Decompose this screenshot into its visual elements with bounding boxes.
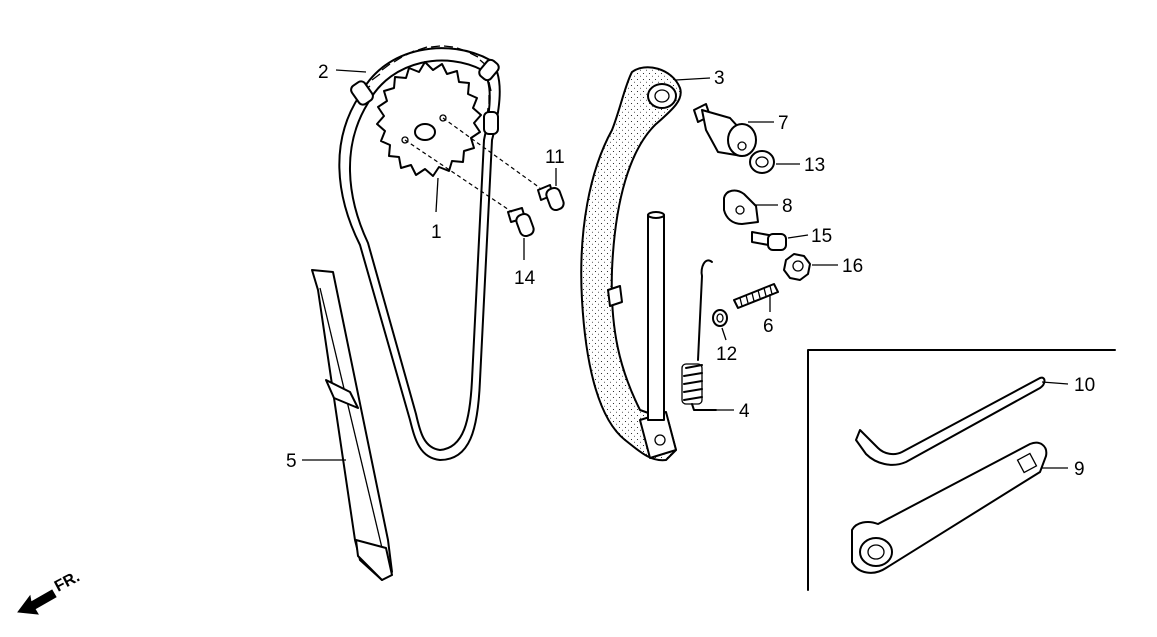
callout-8: 8 bbox=[782, 196, 793, 217]
front-direction-label: FR. bbox=[52, 568, 83, 595]
callout-6: 6 bbox=[763, 316, 774, 337]
callout-4: 4 bbox=[739, 401, 750, 422]
lock-nut bbox=[783, 253, 811, 281]
callout-16: 16 bbox=[842, 256, 863, 277]
cam-chain-tensioner-arm bbox=[580, 66, 682, 462]
callout-13: 13 bbox=[804, 155, 825, 176]
cam-sprocket bbox=[376, 61, 482, 177]
callout-9: 9 bbox=[1074, 459, 1085, 480]
callout-5: 5 bbox=[286, 451, 297, 472]
stopper-plate bbox=[723, 189, 759, 225]
sprocket-bolt-14 bbox=[507, 207, 535, 238]
callout-7: 7 bbox=[778, 113, 789, 134]
tensioner-plunger bbox=[693, 103, 757, 157]
callout-14: 14 bbox=[514, 268, 536, 289]
callout-labels: 2 1 11 14 3 7 13 8 15 16 6 12 4 5 10 9 bbox=[286, 62, 1095, 480]
callout-10: 10 bbox=[1074, 375, 1095, 396]
small-washer bbox=[712, 309, 728, 327]
front-direction-arrow-icon: FR. bbox=[17, 568, 83, 615]
cam-chain-guide bbox=[311, 269, 393, 581]
sealing-washer bbox=[749, 150, 775, 174]
sprocket-bolt-11 bbox=[537, 184, 565, 212]
tensioner-bolt-15 bbox=[751, 231, 787, 251]
callout-1: 1 bbox=[431, 222, 442, 243]
cam-chain bbox=[338, 45, 501, 461]
callout-3: 3 bbox=[714, 68, 725, 89]
callout-15: 15 bbox=[811, 226, 832, 247]
special-tools-frame bbox=[807, 349, 1116, 591]
tensioner-pivot-rod bbox=[647, 211, 665, 421]
callout-2: 2 bbox=[318, 62, 329, 83]
leader-lines bbox=[302, 69, 1069, 469]
callout-12: 12 bbox=[716, 344, 737, 365]
adjusting-screw bbox=[733, 283, 779, 309]
tool-wrench bbox=[851, 441, 1048, 574]
callout-11: 11 bbox=[545, 147, 565, 168]
tensioner-spring bbox=[681, 259, 717, 411]
